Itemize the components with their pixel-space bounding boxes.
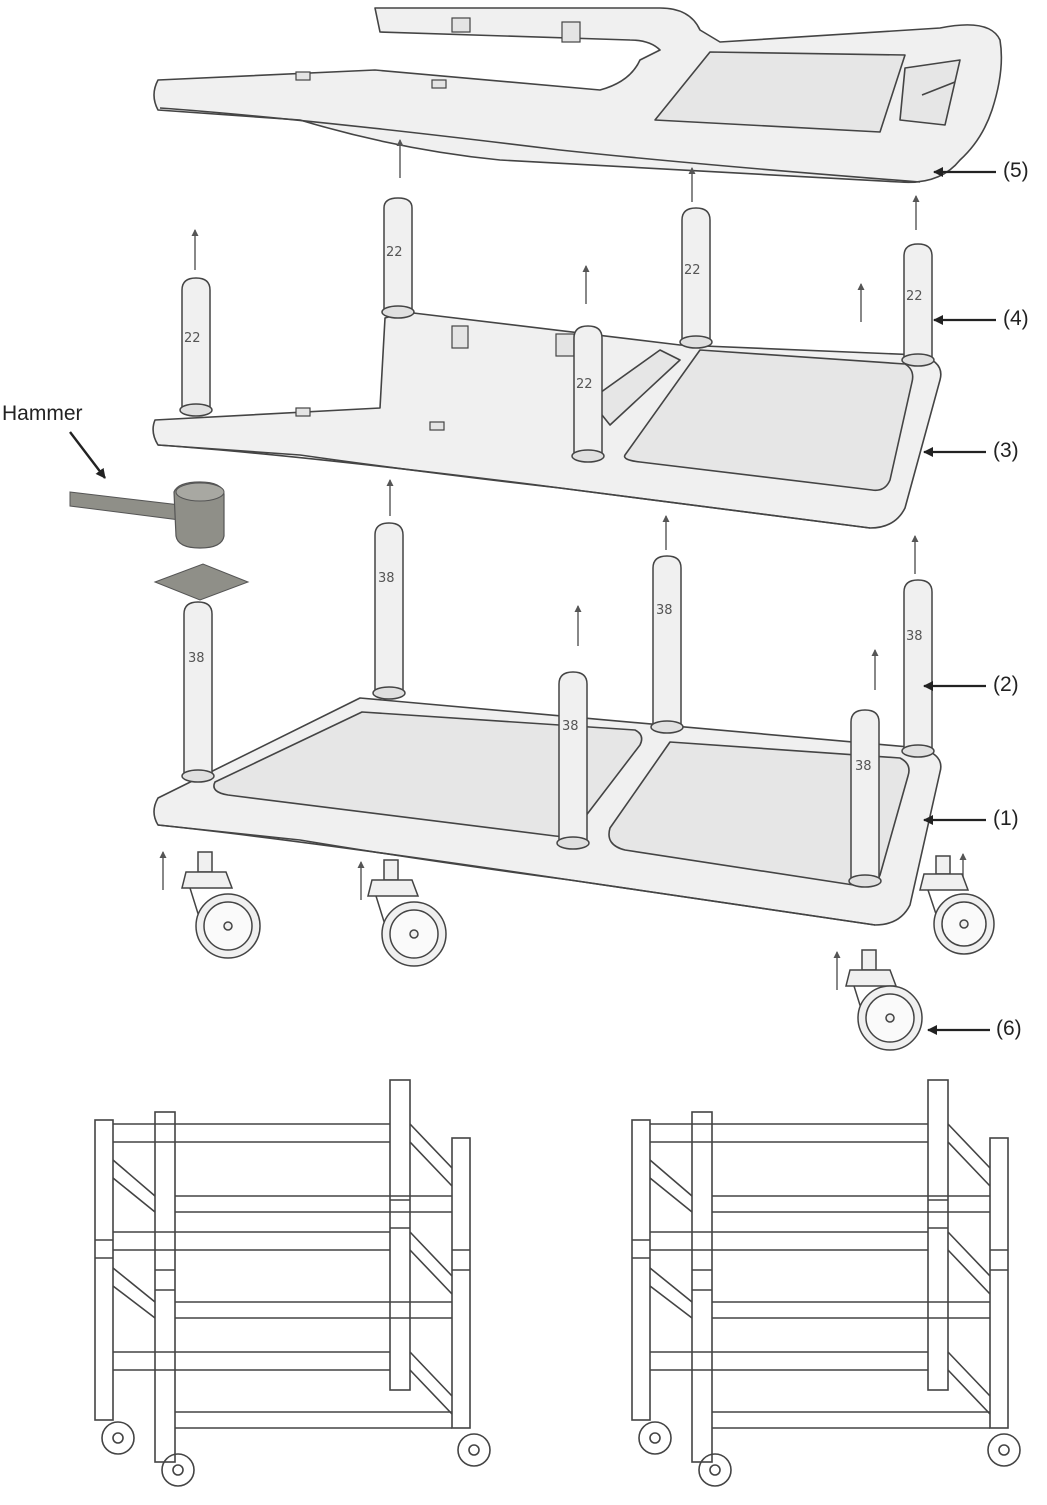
long-pole — [901, 579, 935, 758]
caster-wheel — [845, 949, 923, 1051]
pole-code-22: 22 — [184, 331, 201, 346]
middle-shelf — [152, 311, 942, 529]
protective-pad-icon — [153, 563, 250, 601]
hammer-pointer-arrow — [69, 431, 106, 479]
short-pole — [571, 325, 605, 463]
caster-wheel — [181, 851, 261, 959]
pole-code-38: 38 — [378, 571, 395, 586]
label-part-2: (2) — [993, 673, 1019, 696]
long-pole — [848, 709, 882, 888]
long-pole — [372, 522, 406, 700]
caster-wheel — [919, 855, 995, 955]
label-part-3: (3) — [993, 439, 1019, 462]
hammer-icon — [69, 481, 225, 549]
short-pole — [381, 197, 415, 319]
bottom-shelf — [153, 697, 942, 926]
short-pole — [179, 277, 213, 417]
top-shelf-handle — [153, 7, 1003, 184]
label-hammer: Hammer — [2, 402, 83, 425]
caster-wheel — [367, 859, 447, 967]
label-arrows — [923, 167, 996, 1035]
pole-code-22: 22 — [684, 263, 701, 278]
pole-code-22: 22 — [576, 377, 593, 392]
pole-code-22: 22 — [386, 245, 403, 260]
assembled-cart-left — [94, 1079, 491, 1487]
top-shelf-clips — [295, 17, 581, 89]
pole-code-38: 38 — [188, 651, 205, 666]
pole-code-38: 38 — [855, 759, 872, 774]
pole-code-38: 38 — [562, 719, 579, 734]
pole-code-38: 38 — [656, 603, 673, 618]
label-part-6: (6) — [996, 1017, 1022, 1040]
assembled-cart-right — [631, 1079, 1021, 1487]
long-pole — [556, 671, 590, 850]
pole-code-22: 22 — [906, 289, 923, 304]
label-part-5: (5) — [1003, 159, 1029, 182]
short-pole — [901, 243, 935, 367]
label-part-1: (1) — [993, 807, 1019, 830]
middle-shelf-clips — [295, 325, 575, 431]
short-pole — [679, 207, 713, 349]
long-pole — [650, 555, 684, 734]
pole-code-38: 38 — [906, 629, 923, 644]
label-part-4: (4) — [1003, 307, 1029, 330]
long-pole — [181, 601, 215, 783]
